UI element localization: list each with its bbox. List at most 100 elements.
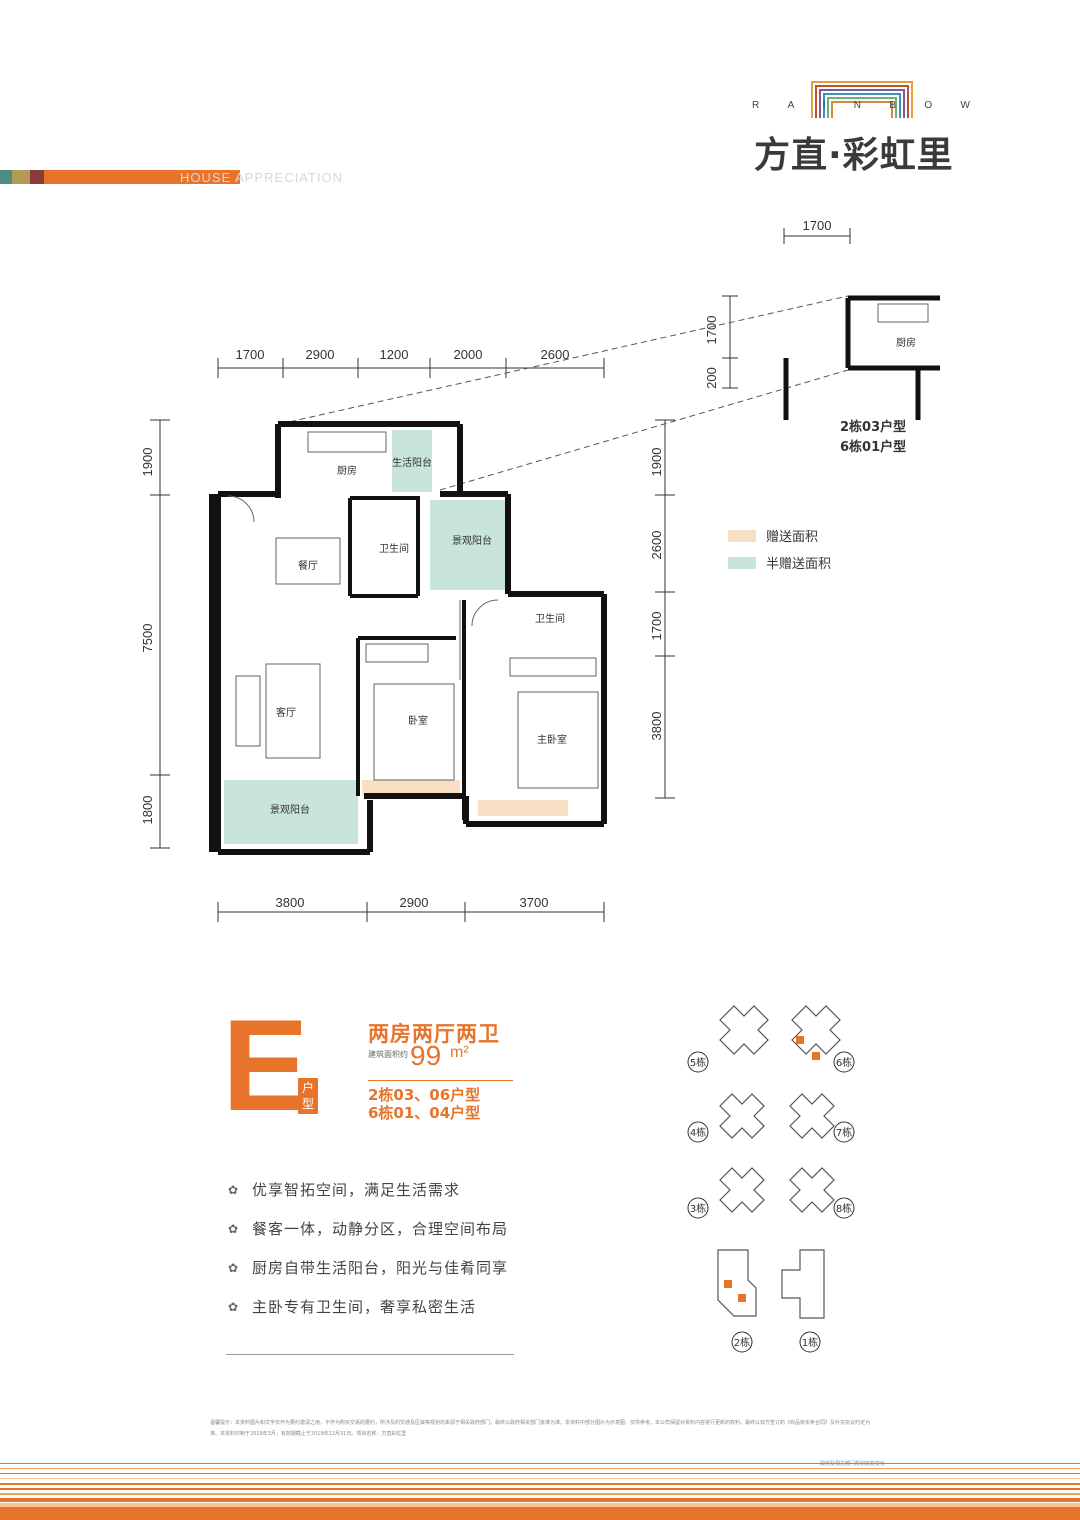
feature-item: ✿ 厨房自带生活阳台，阳光与佳肴同享 xyxy=(226,1248,508,1287)
legend-item: 赠送面积 xyxy=(728,526,831,545)
building-label: 2栋 xyxy=(734,1336,750,1349)
header-color-strip xyxy=(0,170,240,184)
dim-inset-top: 1700 xyxy=(803,218,832,233)
strip-segment xyxy=(0,170,12,184)
rainbow-logo-mark xyxy=(811,81,913,118)
room-label-dining: 餐厅 xyxy=(298,559,318,572)
bottom-decorative-band xyxy=(0,1463,1080,1520)
unit-highlight xyxy=(796,1036,804,1044)
gift-area-bay xyxy=(478,800,568,816)
band-stripe xyxy=(0,1488,1080,1490)
variant-note: 2栋03户型 6栋01户型 xyxy=(840,418,906,458)
bullet-icon: ✿ xyxy=(227,1221,239,1236)
area-legend: 赠送面积 半赠送面积 xyxy=(728,526,831,580)
unit-highlight xyxy=(812,1052,820,1060)
half-gift-area-balcony xyxy=(430,500,506,590)
legend-label: 半赠送面积 xyxy=(766,557,832,572)
brand-letter: A xyxy=(787,100,797,111)
feature-list: ✿ 优享智拓空间，满足生活需求 ✿ 餐客一体，动静分区，合理空间布局 ✿ 厨房自… xyxy=(226,1170,508,1326)
brand-name: 方直·彩虹里 xyxy=(754,135,954,176)
room-label-bedroom: 卧室 xyxy=(408,714,428,727)
logo-arc-line xyxy=(811,81,913,118)
site-plan: 北 5栋 6栋 4栋 7栋 3栋 8栋 2栋 1栋 xyxy=(687,1005,855,1353)
building-5-shape xyxy=(719,1005,769,1055)
legend-item: 半赠送面积 xyxy=(728,553,831,572)
feature-text: 主卧专有卫生间，奢享私密生活 xyxy=(252,1298,477,1316)
building-1-shape xyxy=(781,1249,825,1319)
band-stripe xyxy=(0,1478,1080,1479)
disclaimer: 温馨提示：本资料图片和文字仅作为要约邀请之用，不作为购买交易的要约，所涉及的交通… xyxy=(210,1420,871,1437)
layout-title: 两房两厅两卫 xyxy=(368,1022,500,1046)
unit-highlight xyxy=(724,1280,732,1288)
building-label: 4栋 xyxy=(690,1126,706,1139)
band-stripe xyxy=(0,1463,1080,1464)
building-7-shape xyxy=(789,1093,835,1139)
dim-bottom: 3800 xyxy=(276,895,305,910)
title-divider xyxy=(368,1080,513,1081)
brand-letter: B xyxy=(889,100,899,111)
building-label: 6栋 xyxy=(836,1056,852,1069)
building-line: 6栋01、04户型 xyxy=(368,1104,481,1122)
brand-letter: N xyxy=(853,100,863,111)
building-label: 5栋 xyxy=(690,1056,706,1069)
strip-segment xyxy=(30,170,44,184)
room-label-bath1: 卫生间 xyxy=(379,542,409,555)
building-3-shape xyxy=(719,1167,765,1213)
brand-letter: R xyxy=(752,100,762,111)
dim-top: 1700 xyxy=(236,347,265,362)
band-stripe xyxy=(0,1468,1080,1469)
dim-right: 1700 xyxy=(649,612,664,641)
bullet-icon: ✿ xyxy=(227,1299,239,1314)
feature-text: 厨房自带生活阳台，阳光与佳肴同享 xyxy=(252,1259,509,1277)
dim-inset-side: 1700 xyxy=(704,316,719,345)
dim-left: 1900 xyxy=(140,448,155,477)
dim-top: 1200 xyxy=(380,347,409,362)
building-6-shape xyxy=(791,1005,841,1055)
building-label: 7栋 xyxy=(836,1126,852,1139)
unit-type-letter: E xyxy=(222,992,309,1138)
legend-swatch xyxy=(728,556,756,569)
building-label: 3栋 xyxy=(690,1202,706,1215)
band-stripe xyxy=(0,1498,1080,1502)
feature-item: ✿ 餐客一体，动静分区，合理空间布局 xyxy=(226,1209,508,1248)
building-4-shape xyxy=(719,1093,765,1139)
bullet-icon: ✿ xyxy=(227,1260,239,1275)
dim-right: 2600 xyxy=(649,531,664,560)
dim-top: 2900 xyxy=(306,347,335,362)
legend-label: 赠送面积 xyxy=(766,530,819,545)
half-gift-area-bottom-balcony xyxy=(224,780,358,844)
feature-item: ✿ 优享智拓空间，满足生活需求 xyxy=(226,1170,508,1209)
strip-segment xyxy=(44,170,240,184)
variant-note-line: 2栋03户型 xyxy=(840,420,907,435)
logo-arc-line xyxy=(827,97,897,118)
building-label: 1栋 xyxy=(802,1336,818,1349)
dim-bottom: 2900 xyxy=(400,895,429,910)
dim-right: 3800 xyxy=(649,712,664,741)
area-value: 99 xyxy=(410,1040,442,1071)
feature-text: 优享智拓空间，满足生活需求 xyxy=(252,1181,461,1199)
brand-letter: I xyxy=(822,100,828,111)
gift-area-bay xyxy=(362,780,460,796)
room-label-kitchen: 厨房 xyxy=(337,464,357,477)
building-2-shape xyxy=(717,1249,757,1317)
dim-top: 2000 xyxy=(454,347,483,362)
logo-arc-line xyxy=(819,89,905,118)
band-stripe xyxy=(0,1483,1080,1485)
area-label: 建筑面积约 xyxy=(368,1050,408,1059)
brand-letters: R A I N B O W xyxy=(752,100,972,111)
feature-item: ✿ 主卧专有卫生间，奢享私密生活 xyxy=(226,1287,508,1326)
features-divider xyxy=(226,1354,514,1355)
variant-note-line: 6栋01户型 xyxy=(840,440,907,455)
logo-arc-line xyxy=(815,85,909,118)
brand-letter: W xyxy=(960,100,972,111)
room-label-living: 客厅 xyxy=(276,706,296,719)
header-strip-text: HOUSE APPRECIATION xyxy=(180,170,343,185)
logo-arc-line xyxy=(823,93,901,118)
unit-type-suffix: 户型 xyxy=(298,1078,318,1114)
building-line: 2栋03、06户型 xyxy=(368,1086,481,1104)
band-stripe xyxy=(0,1503,1080,1507)
bullet-icon: ✿ xyxy=(227,1182,239,1197)
strip-segment xyxy=(12,170,30,184)
band-stripe xyxy=(0,1493,1080,1495)
room-label-utility-balcony: 生活阳台 xyxy=(392,456,432,469)
